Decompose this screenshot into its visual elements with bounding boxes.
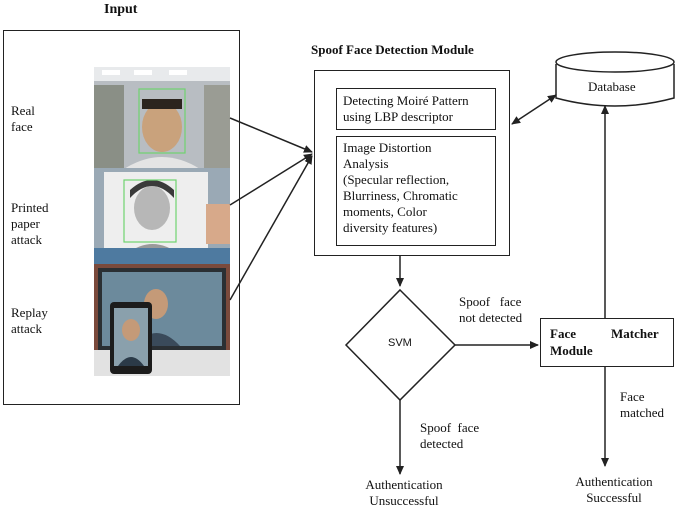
arrow-module-database bbox=[511, 94, 557, 125]
face-matcher-line1-right: Matcher bbox=[611, 326, 659, 341]
auth-successful-label: Authentication Successful bbox=[575, 474, 653, 505]
database-cylinder bbox=[555, 51, 675, 107]
spoof-not-detected-label: Spoof face not detected bbox=[459, 294, 523, 325]
replay-attack-photo bbox=[94, 264, 230, 376]
real-face-photo bbox=[94, 67, 230, 169]
distortion-analysis-box bbox=[336, 136, 496, 246]
svm-label: SVM bbox=[388, 337, 412, 349]
input-title: Input bbox=[104, 2, 138, 17]
arrow-printed-to-module bbox=[229, 153, 313, 206]
spoof-module-title: Spoof Face Detection Module bbox=[311, 42, 474, 57]
face-matcher-line2: Module bbox=[550, 343, 593, 358]
printed-attack-photo bbox=[94, 168, 230, 264]
label-real-face: Real face bbox=[11, 103, 35, 134]
face-matcher-line1-left: Face bbox=[550, 326, 576, 341]
arrow-replay-to-module bbox=[229, 155, 313, 301]
label-replay-attack: Replay attack bbox=[11, 305, 48, 336]
face-matched-label: Face matched bbox=[620, 389, 665, 420]
label-printed-paper-attack: Printed paper attack bbox=[11, 200, 49, 247]
arrow-real-to-module bbox=[229, 117, 313, 153]
spoof-detected-label: Spoof face detected bbox=[420, 420, 480, 451]
face-matcher-box bbox=[540, 318, 674, 367]
moire-pattern-box bbox=[336, 88, 496, 130]
moire-pattern-text: Detecting Moiré Pattern using LBP descri… bbox=[343, 93, 469, 124]
database-label: Database bbox=[588, 79, 636, 94]
distortion-analysis-text: Image Distortion Analysis (Specular refl… bbox=[343, 140, 458, 235]
auth-unsuccessful-label: Authentication Unsuccessful bbox=[365, 477, 443, 508]
